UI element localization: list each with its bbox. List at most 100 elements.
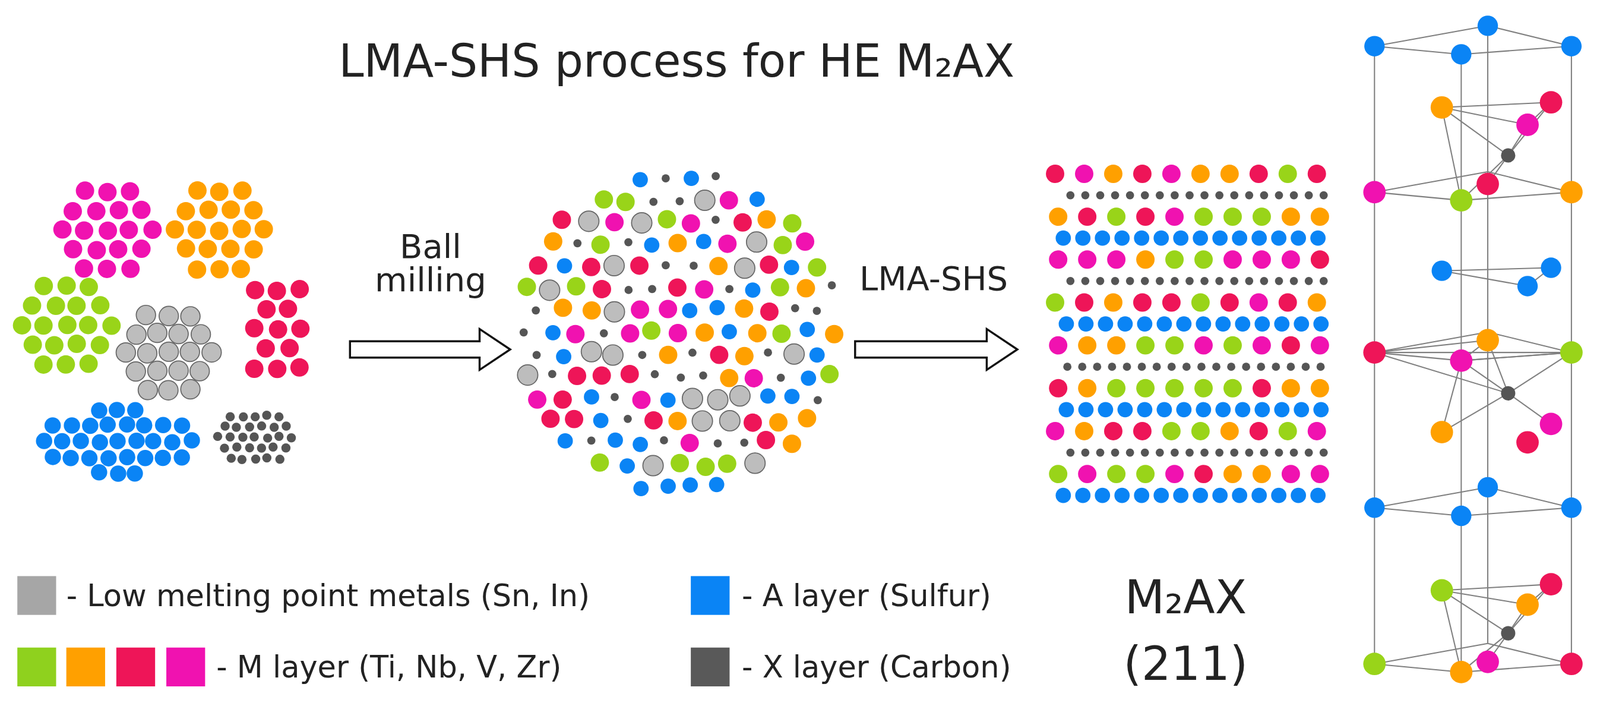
powder-particle — [263, 432, 273, 442]
milled-particle — [557, 432, 574, 449]
powder-particle — [67, 296, 86, 315]
cell-edge — [1461, 191, 1572, 201]
x-atom — [1319, 191, 1328, 200]
milled-particle — [718, 234, 737, 254]
x-atom — [1304, 448, 1314, 457]
milled-particle — [616, 192, 635, 211]
milled-particle — [772, 324, 791, 343]
milled-particle — [734, 299, 754, 318]
m-atom — [1104, 421, 1123, 441]
powder-particle — [268, 442, 278, 452]
milled-particle — [725, 285, 734, 294]
powder-particle — [232, 442, 242, 452]
x-atom — [1289, 276, 1299, 286]
x-atom — [1155, 448, 1165, 457]
powder-particle — [22, 296, 41, 315]
powder-particle — [245, 280, 265, 300]
m-atom — [1045, 292, 1065, 312]
x-atom — [1289, 448, 1299, 457]
a-atom — [1175, 401, 1192, 417]
m-atom — [1249, 292, 1269, 312]
m-atom — [1077, 336, 1097, 355]
m-atom — [1363, 652, 1386, 675]
powder-particle — [118, 448, 135, 466]
powder-particle — [132, 239, 151, 258]
milled-particle — [623, 414, 632, 423]
a-atom — [1561, 36, 1582, 57]
cell-edge — [1374, 351, 1572, 353]
powder-particle — [56, 355, 75, 374]
x-atom — [1066, 191, 1075, 200]
x-atom — [1304, 191, 1314, 200]
milled-particle — [660, 391, 676, 408]
powder-particle — [136, 305, 156, 325]
milled-particle — [553, 390, 572, 409]
powder-particle — [74, 221, 94, 240]
powder-particle — [54, 432, 71, 449]
a-atom — [1215, 315, 1231, 332]
m-atom — [1281, 336, 1301, 355]
m-atom — [1133, 292, 1152, 312]
milled-particle — [573, 238, 582, 248]
a-atom — [1055, 487, 1071, 504]
m-atom — [1281, 250, 1301, 269]
powder-particle — [99, 416, 116, 433]
powder-particle — [256, 339, 275, 358]
powder-particle — [116, 342, 137, 363]
powder-particle — [121, 259, 140, 278]
powder-particle — [120, 182, 139, 201]
x-atom — [1081, 276, 1090, 286]
powder-particle — [81, 417, 98, 434]
cell-edge — [1507, 352, 1572, 394]
x-atom — [1289, 191, 1299, 200]
a-atom — [1114, 230, 1130, 246]
m-atom — [1278, 421, 1298, 441]
cell-edge — [1374, 487, 1488, 508]
x-atom — [1241, 362, 1251, 371]
x-atom — [1096, 448, 1105, 457]
a-atom — [1251, 230, 1267, 246]
milled-particle — [531, 305, 540, 315]
x-atom — [1200, 448, 1209, 457]
powder-particle — [63, 416, 80, 433]
m-atom — [1516, 430, 1539, 454]
x-atom — [1319, 276, 1328, 286]
a-atom — [1540, 257, 1561, 278]
powder-particle — [100, 449, 117, 466]
powder-particle — [290, 279, 309, 299]
milled-particle — [619, 457, 635, 474]
powder-particle — [180, 306, 201, 327]
phase-formula: M₂AX — [1124, 573, 1247, 621]
powder-particle — [176, 201, 195, 221]
powder-particle — [158, 380, 179, 400]
powder-particle — [168, 324, 189, 344]
x-atom — [1275, 448, 1284, 457]
powder-particle — [97, 182, 117, 202]
milled-particle — [661, 174, 670, 183]
legend-swatch-extra — [166, 647, 205, 686]
milled-particle — [582, 257, 601, 277]
powder-particle — [45, 335, 64, 354]
milled-particle — [760, 387, 776, 404]
x-atom — [1229, 276, 1239, 286]
powder-particle — [46, 296, 66, 315]
milled-particle — [756, 430, 776, 449]
m-atom — [1449, 660, 1473, 683]
milled-particle — [782, 434, 802, 453]
a-atom — [1254, 401, 1270, 417]
milled-particle — [699, 371, 708, 380]
m-atom — [1430, 420, 1454, 444]
a-atom — [1231, 230, 1248, 246]
powder-particle — [267, 281, 287, 300]
powder-particle — [233, 181, 252, 200]
milled-particle — [783, 259, 800, 275]
milled-particle — [709, 299, 726, 316]
legend-swatch-extra — [66, 647, 106, 686]
powder-particle — [257, 421, 267, 430]
cell-edge — [1374, 171, 1488, 192]
cell-edge — [1374, 663, 1462, 672]
milled-particle — [610, 392, 619, 401]
powder-particle — [126, 324, 147, 345]
x-atom — [1244, 448, 1254, 457]
a-atom — [1270, 487, 1287, 504]
